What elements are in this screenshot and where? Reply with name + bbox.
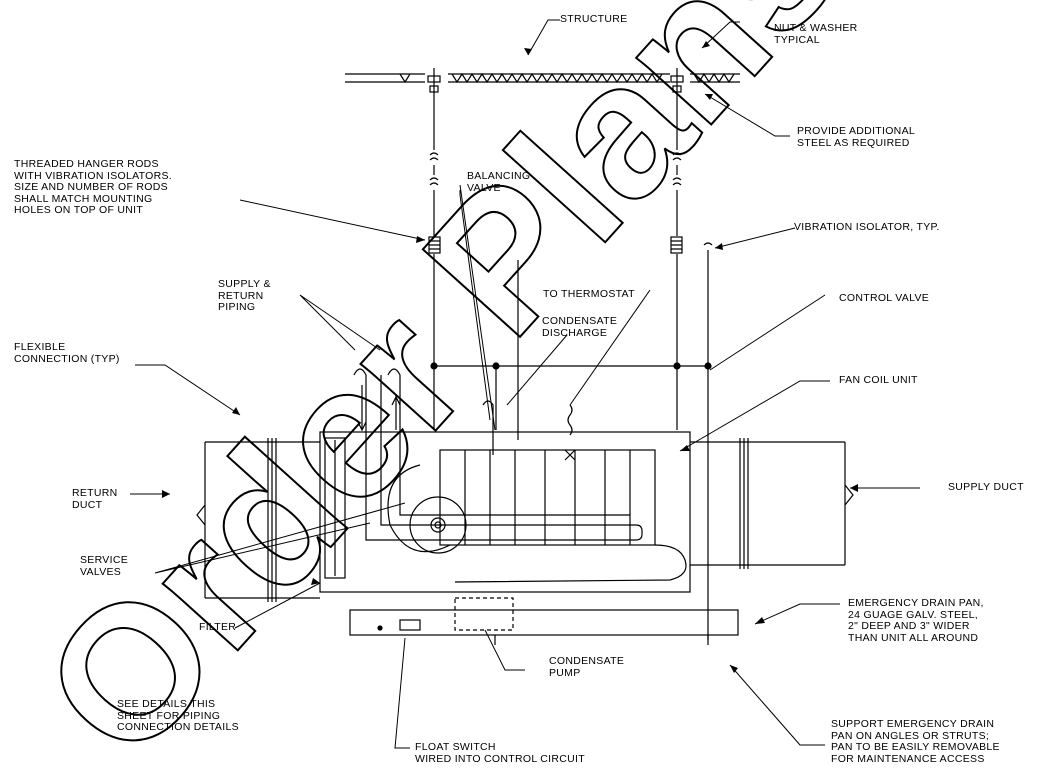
label-control-valve: CONTROL VALVE: [839, 292, 930, 304]
hanger-rod-right: [670, 68, 713, 640]
label-balancing-valve: BALANCING VALVE: [467, 170, 531, 194]
return-duct: [196, 438, 320, 602]
hanger-rod-left: [427, 68, 441, 430]
label-condensate-discharge: CONDENSATE DISCHARGE: [542, 315, 618, 339]
supply-return-piping: [353, 368, 643, 541]
label-structure: STRUCTURE: [560, 13, 628, 25]
label-provide-steel: PROVIDE ADDITIONAL STEEL AS REQUIRED: [797, 125, 916, 149]
label-nut-washer: NUT & WASHER TYPICAL: [774, 22, 858, 46]
structure-deck: [345, 72, 740, 84]
label-fan-coil-unit: FAN COIL UNIT: [839, 374, 918, 386]
label-support-drain: SUPPORT EMERGENCY DRAIN PAN ON ANGLES OR…: [831, 718, 1000, 765]
supply-duct: [690, 438, 854, 569]
label-vibration-isolator: VIBRATION ISOLATOR, TYP.: [794, 221, 940, 233]
emergency-drain-pan: [349, 597, 739, 645]
label-flexible-connection: FLEXIBLE CONNECTION (TYP): [14, 341, 120, 365]
label-emergency-drain-pan: EMERGENCY DRAIN PAN, 24 GUAGE GALV. STEE…: [848, 597, 984, 644]
label-supply-return: SUPPLY & RETURN PIPING: [218, 278, 271, 313]
arrowheads: [162, 41, 858, 673]
label-hanger-rods: THREADED HANGER RODS WITH VIBRATION ISOL…: [14, 158, 173, 216]
leader-lines: [130, 19, 920, 749]
label-condensate-pump: CONDENSATE PUMP: [549, 655, 625, 679]
label-float-switch: FLOAT SWITCH WIRED INTO CONTROL CIRCUIT: [415, 741, 585, 765]
label-service-valves: SERVICE VALVES: [80, 554, 129, 578]
label-to-thermostat: TO THERMOSTAT: [543, 288, 635, 300]
label-return-duct: RETURN DUCT: [72, 487, 118, 511]
label-filter: FILTER: [199, 621, 237, 633]
control-wiring: [430, 260, 712, 440]
label-see-details: SEE DETAILS THIS SHEET FOR PIPING CONNEC…: [117, 698, 239, 733]
fan-coil-casing: [319, 431, 691, 593]
label-supply-duct: SUPPLY DUCT: [948, 481, 1024, 493]
